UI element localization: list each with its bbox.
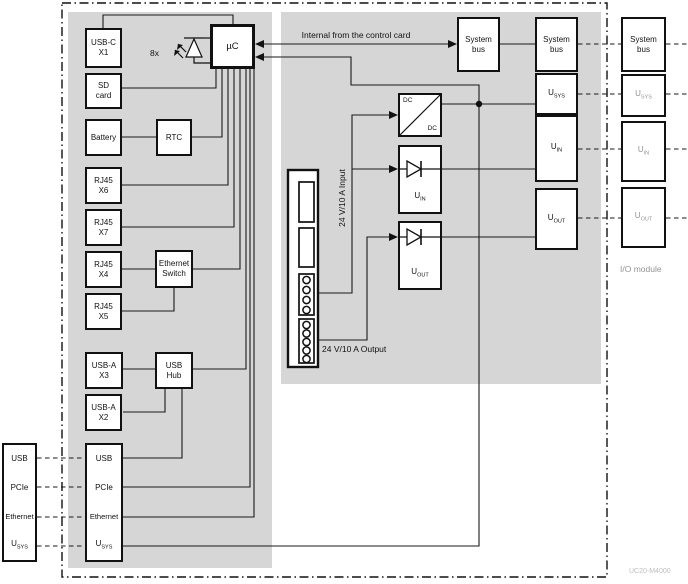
- rtc-block: RTC: [156, 119, 192, 156]
- backplane-internal-column: USB PCIe Ethernet USYS: [85, 443, 123, 562]
- connector-slot-1: [298, 181, 315, 223]
- dc-dc-diagonal: [399, 94, 441, 136]
- power-output-label: 24 V/10 A Output: [322, 344, 387, 354]
- connector-pin-group-output: [298, 318, 315, 364]
- sd-card-block: SD card: [85, 73, 122, 109]
- ethernet-switch-block: Ethernet Switch: [155, 250, 193, 288]
- battery-block: Battery: [85, 119, 122, 156]
- rj45-x6-block: RJ45 X6: [85, 167, 122, 204]
- u-in-diode-icon: [398, 159, 442, 179]
- io-column-uin: UIN: [621, 121, 666, 182]
- ext-usys: USYS: [11, 539, 28, 551]
- power-input-label: 24 V/10 A Input: [337, 169, 347, 227]
- ext-ethernet: Ethernet: [5, 512, 34, 522]
- arrowheads: [255, 40, 457, 241]
- microcontroller-block: µC: [210, 24, 255, 69]
- backplane-usb: USB: [95, 454, 113, 464]
- module-code-label: UC20-M4000: [629, 568, 671, 575]
- io-column-usys: USYS: [621, 74, 666, 117]
- usb-c-x1-block: USB-C X1: [85, 28, 122, 68]
- io-column-system-bus: System bus: [621, 17, 666, 72]
- usb-hub-block: USB Hub: [155, 352, 193, 389]
- junction-dot: [475, 100, 483, 108]
- device-dashed-border: [61, 2, 608, 578]
- u-out-diode-icon: [398, 227, 442, 247]
- u-out-diode-block: UOUT: [398, 221, 442, 290]
- backplane-usys: USYS: [95, 539, 113, 551]
- backplane-external-column: USB PCIe Ethernet USYS: [2, 443, 37, 562]
- backplane-ethernet: Ethernet: [89, 512, 119, 522]
- rj45-x4-block: RJ45 X4: [85, 251, 122, 288]
- system-bus-block: System bus: [457, 17, 500, 72]
- backplane-pcie: PCIe: [95, 483, 113, 493]
- usb-c-label: USB-C: [91, 38, 116, 47]
- usb-a-x2-block: USB-A X2: [85, 394, 122, 431]
- usb-c-port: X1: [98, 48, 109, 57]
- io-module-label: I/O module: [620, 264, 662, 274]
- connector-pin-group-input: [298, 273, 315, 316]
- power-connector: [286, 168, 320, 369]
- bus-column-usys: USYS: [535, 73, 578, 115]
- connector-slot-2: [298, 227, 315, 268]
- bus-column-uout: UOUT: [535, 188, 578, 250]
- io-column-uout: UOUT: [621, 187, 666, 248]
- ext-usb: USB: [11, 454, 28, 464]
- internal-link-label: Internal from the control card: [301, 30, 411, 40]
- led-count-label: 8x: [150, 48, 159, 58]
- bus-column-system-bus: System bus: [535, 17, 578, 72]
- rj45-x7-block: RJ45 X7: [85, 209, 122, 246]
- rj45-x5-block: RJ45 X5: [85, 293, 122, 330]
- signal-wires: [102, 14, 535, 547]
- bus-column-uin: UIN: [535, 115, 578, 182]
- module-boundary-dashes: [37, 43, 688, 547]
- usb-a-x3-block: USB-A X3: [85, 352, 123, 389]
- ext-pcie: PCIe: [10, 483, 29, 493]
- u-in-diode-block: UIN: [398, 145, 442, 214]
- led-icon: [174, 37, 210, 64]
